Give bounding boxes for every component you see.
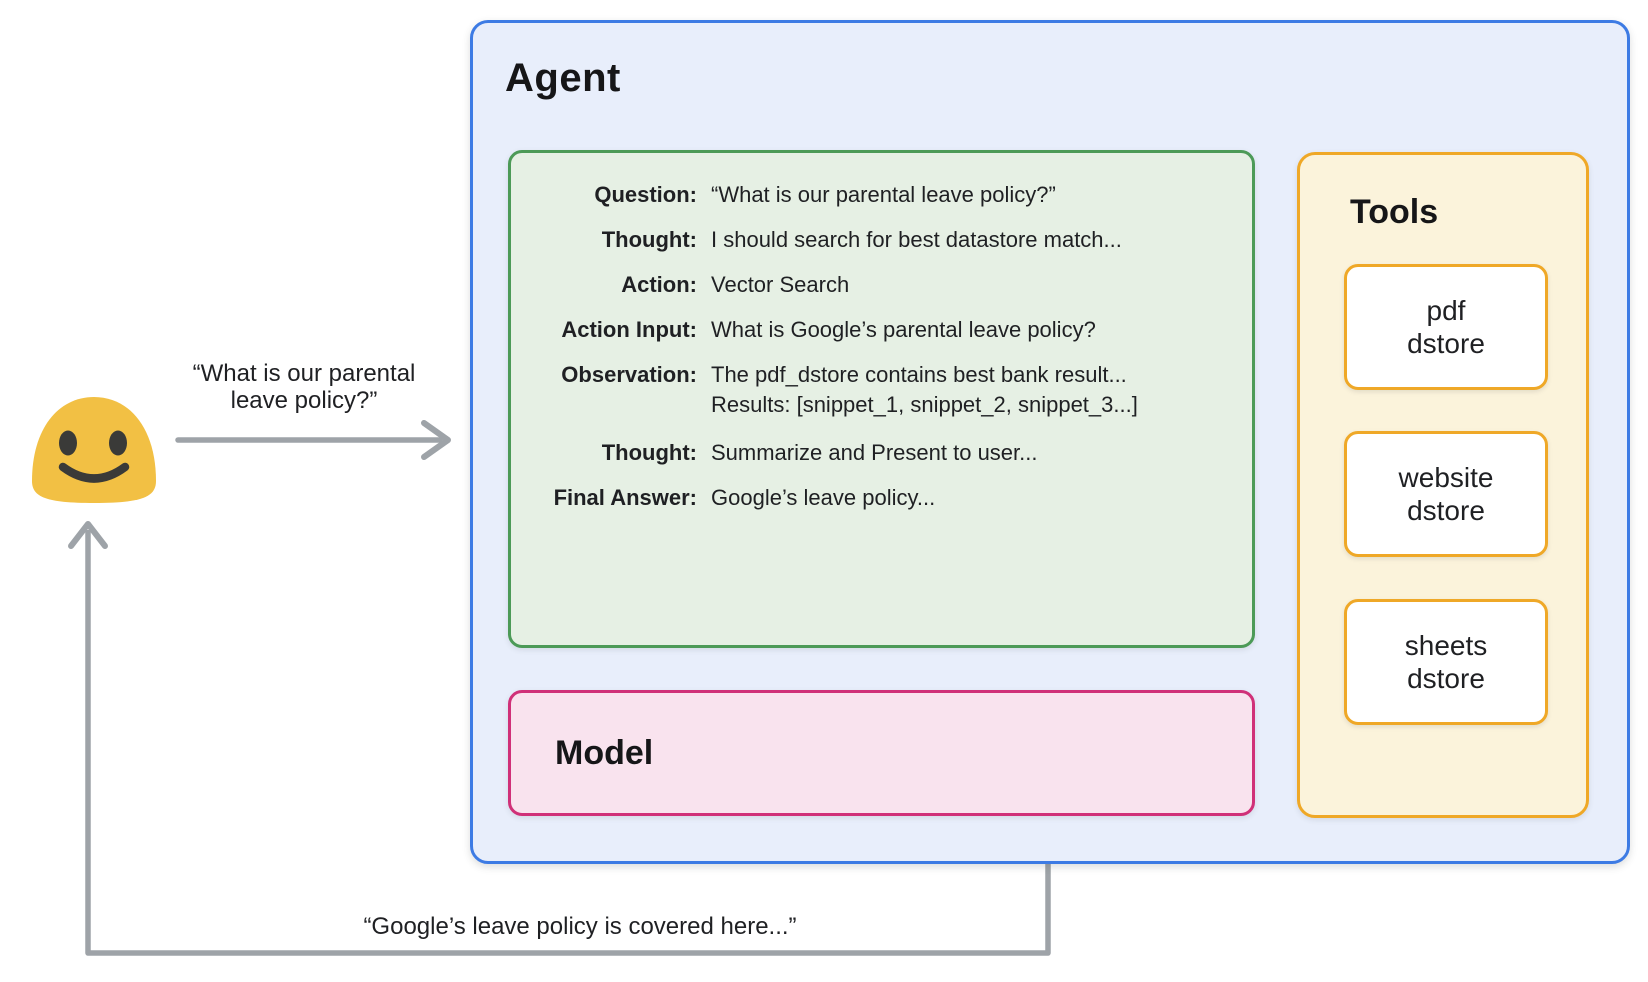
request-arrow: [175, 420, 451, 460]
scratchpad-row: Thought: I should search for best datasto…: [525, 225, 1234, 255]
tool-card-label-line1: pdf: [1426, 295, 1466, 326]
scratchpad-row-value: Google’s leave policy...: [711, 485, 936, 510]
tool-card-label-line2: dstore: [1407, 495, 1485, 526]
request-quote: “What is our parental leave policy?”: [148, 360, 460, 414]
tool-card-label-line2: dstore: [1407, 663, 1485, 694]
scratchpad-row-value: Vector Search: [711, 272, 850, 297]
scratchpad-row-value: The pdf_dstore contains best bank result…: [711, 362, 1138, 417]
scratchpad-rows: Question: “What is our parental leave pol…: [525, 180, 1234, 513]
request-quote-line2: leave policy?”: [230, 387, 378, 414]
tool-card-label-line2: dstore: [1407, 328, 1485, 359]
user-blob-icon: [32, 397, 156, 503]
model-title: Model: [555, 733, 654, 772]
scratchpad-row-value: What is Google’s parental leave policy?: [711, 317, 1096, 342]
scratchpad-row: Question: “What is our parental leave pol…: [525, 180, 1234, 210]
scratchpad-row-value: I should search for best datastore match…: [711, 227, 1122, 252]
scratchpad-row-value: Summarize and Present to user...: [711, 440, 1038, 465]
scratchpad-row-label: Thought:: [601, 440, 697, 465]
tool-card-label-line1: website: [1398, 462, 1494, 493]
scratchpad-row-value: “What is our parental leave policy?”: [711, 182, 1056, 207]
agent-scratchpad: Question: “What is our parental leave pol…: [508, 150, 1255, 648]
scratchpad-row-label: Thought:: [601, 227, 697, 252]
scratchpad-row: Final Answer: Google’s leave policy...: [525, 483, 1234, 513]
scratchpad-row-label: Action Input:: [561, 317, 697, 342]
scratchpad-row-label: Observation:: [561, 362, 697, 387]
scratchpad-row: Observation: The pdf_dstore contains best…: [525, 360, 1234, 420]
scratchpad-row: Thought: Summarize and Present to user...: [525, 438, 1234, 468]
tool-card-label-line1: sheets: [1404, 630, 1488, 661]
scratchpad-row-label: Final Answer:: [553, 485, 697, 510]
scratchpad-row-label: Action:: [621, 272, 697, 297]
scratchpad-row: Action Input: What is Google’s parental l…: [525, 315, 1234, 345]
scratchpad-row: Action: Vector Search: [525, 270, 1234, 300]
tools-title: Tools: [1350, 193, 1439, 231]
request-quote-line1: “What is our parental: [192, 360, 416, 387]
scratchpad-row-label: Question:: [594, 182, 697, 207]
response-quote: “Google’s leave policy is covered here..…: [363, 913, 797, 940]
model-box: Model: [508, 690, 1255, 816]
agent-title: Agent: [505, 56, 621, 100]
